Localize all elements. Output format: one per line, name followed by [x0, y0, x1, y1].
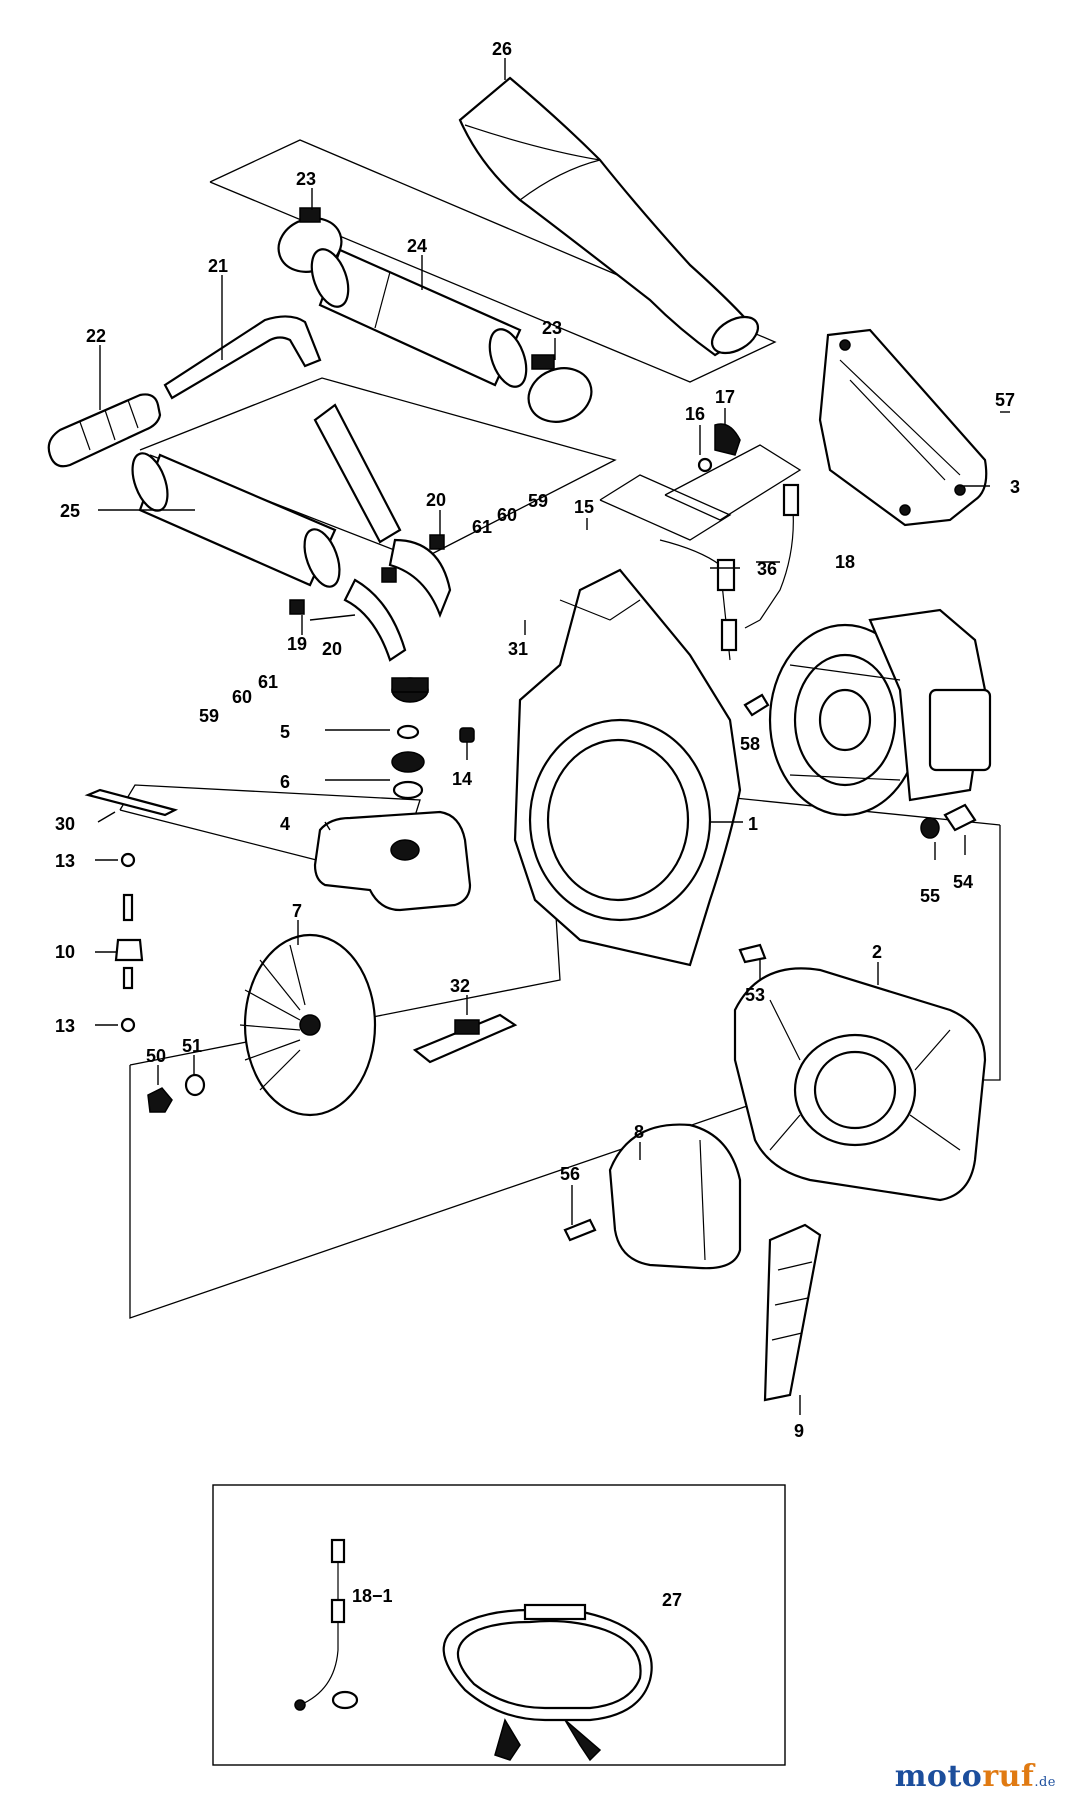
- watermark-part2: ruf: [982, 1759, 1035, 1794]
- label-16: 16: [685, 404, 705, 424]
- label-23-upper: 23: [296, 169, 316, 189]
- label-1: 1: [748, 814, 758, 834]
- label-9: 9: [794, 1421, 804, 1441]
- label-4: 4: [280, 814, 290, 834]
- label-60-upper: 60: [497, 505, 517, 525]
- part-4-fuel-tank: [313, 810, 472, 912]
- part-25-tube: [131, 403, 402, 588]
- label-53: 53: [745, 985, 765, 1005]
- label-23-lower: 23: [542, 318, 562, 338]
- label-31: 31: [508, 639, 528, 659]
- label-18: 18: [835, 552, 855, 572]
- part-18-cable: [744, 483, 800, 629]
- part-5-fuel-cap: [391, 677, 429, 773]
- label-55: 55: [920, 886, 940, 906]
- part-20-brackets: [289, 534, 452, 662]
- engine-assembly: [768, 608, 992, 817]
- part-51-washer: [184, 1073, 206, 1097]
- label-10: 10: [55, 942, 75, 962]
- part-26-nozzle: [458, 76, 760, 357]
- label-24: 24: [407, 236, 427, 256]
- label-13-upper: 13: [55, 851, 75, 871]
- label-20-upper: 20: [426, 490, 446, 510]
- label-61-upper: 61: [472, 517, 492, 537]
- label-57: 57: [995, 390, 1015, 410]
- part-14-pin: [459, 727, 475, 743]
- label-32: 32: [450, 976, 470, 996]
- label-60-lower: 60: [232, 687, 252, 707]
- inset-box: [212, 1484, 786, 1766]
- label-59-upper: 59: [528, 491, 548, 511]
- part-1-fan-housing: [513, 568, 742, 967]
- part-24-pipe: [310, 248, 528, 388]
- label-5: 5: [280, 722, 290, 742]
- part-8-guard: [608, 1123, 742, 1270]
- label-25: 25: [60, 501, 80, 521]
- label-13-lower: 13: [55, 1016, 75, 1036]
- part-22-grip: [47, 393, 162, 468]
- part-7-fan: [239, 933, 377, 1117]
- label-2: 2: [872, 942, 882, 962]
- label-58: 58: [740, 734, 760, 754]
- part-36-connector: [659, 539, 738, 661]
- label-7: 7: [292, 901, 302, 921]
- part-53-screw: [738, 943, 767, 964]
- label-8: 8: [634, 1122, 644, 1142]
- label-56: 56: [560, 1164, 580, 1184]
- label-36: 36: [757, 559, 777, 579]
- label-15: 15: [574, 497, 594, 517]
- part-3-cover: [818, 328, 988, 527]
- part-labels: 26 23 24 21 22 23 57 3 16 17 25 20 61 60…: [55, 39, 1020, 1610]
- watermark-part3: .de: [1034, 1775, 1056, 1790]
- part-2-rear-cover: [733, 967, 987, 1202]
- label-51: 51: [182, 1036, 202, 1056]
- part-21-elbow-tube: [163, 315, 322, 400]
- part-54-bolt: [943, 803, 977, 832]
- part-58-screw: [743, 693, 770, 717]
- leader-lines: [95, 58, 1010, 1415]
- label-14: 14: [452, 769, 472, 789]
- part-30-bracket: [84, 788, 179, 817]
- watermark-part1: moto: [894, 1759, 983, 1794]
- label-3: 3: [1010, 477, 1020, 497]
- label-6: 6: [280, 772, 290, 792]
- part-56-screw: [563, 1218, 597, 1242]
- label-21: 21: [208, 256, 228, 276]
- part-17-switch: [697, 423, 741, 473]
- part-18-1-cable: [294, 1538, 359, 1711]
- label-20-lower: 20: [322, 639, 342, 659]
- label-54: 54: [953, 872, 973, 892]
- label-22: 22: [86, 326, 106, 346]
- part-6-gasket: [392, 780, 424, 800]
- part-10-fuel-filter: [114, 852, 144, 1033]
- part-50-nut: [147, 1087, 173, 1113]
- label-30: 30: [55, 814, 75, 834]
- part-27-strap: [442, 1603, 653, 1762]
- watermark-logo: motoruf.de: [895, 1759, 1056, 1794]
- part-23-clamp-lower: [527, 354, 593, 423]
- part-32-pad: [412, 1013, 518, 1064]
- label-17: 17: [715, 387, 735, 407]
- label-19: 19: [287, 634, 307, 654]
- part-9-filter: [763, 1223, 822, 1402]
- label-50: 50: [146, 1046, 166, 1066]
- label-27: 27: [662, 1590, 682, 1610]
- label-18-1: 18−1: [352, 1586, 393, 1606]
- label-26: 26: [492, 39, 512, 59]
- part-55-washer: [920, 817, 940, 839]
- label-59-lower: 59: [199, 706, 219, 726]
- label-61-lower: 61: [258, 672, 278, 692]
